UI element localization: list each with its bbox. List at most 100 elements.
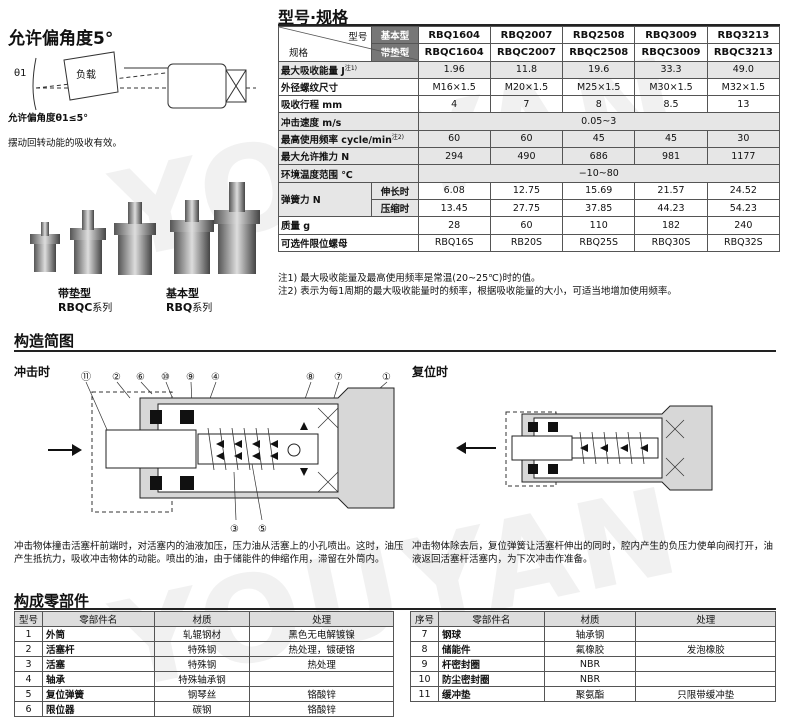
part-material: 特殊钢 — [153, 641, 251, 657]
callout-10: ⑩ — [161, 372, 170, 383]
part-name: 缓冲垫 — [437, 686, 545, 702]
callout-1: ① — [382, 372, 391, 383]
row-temperature: 环境温度范围 ℃ −10~80 — [278, 164, 781, 183]
row-spring-compressed: 压缩时 13.45 27.75 37.85 44.23 54.23 — [279, 198, 781, 218]
spec-cell: 33.3 — [634, 60, 708, 79]
spec-cell: 44.23 — [634, 198, 708, 218]
col-header-no: 序号 — [410, 611, 439, 627]
callout-11: ⑪ — [81, 371, 91, 383]
spec-cell: M20×1.5 — [489, 77, 564, 97]
spec-cell: 1.96 — [417, 60, 491, 79]
spec-cell: M32×1.5 — [706, 77, 781, 97]
spec-cell: 686 — [562, 147, 636, 166]
return-title: 复位时 — [412, 365, 449, 379]
spec-cell: 27.75 — [489, 198, 564, 218]
callout-4: ④ — [211, 372, 220, 383]
max-energy-text: 最大吸收能量 J — [281, 65, 345, 77]
rbq-label: 基本型 RBQ系列 — [166, 287, 212, 316]
part-no: 1 — [14, 626, 43, 642]
col-header-treatment: 处理 — [635, 611, 776, 627]
corner-spec-label: 规格 — [289, 47, 309, 59]
spec-cell: 19.6 — [562, 60, 636, 79]
rbqc-type: 带垫型 — [58, 287, 91, 300]
spec-cell: 4 — [417, 95, 491, 114]
spec-header-basic: 型号 规格 基本型 RBQ1604 RBQ2007 RBQ2508 RBQ300… — [277, 25, 781, 62]
callout-9: ⑨ — [186, 372, 195, 383]
part-treatment — [249, 671, 394, 687]
model-rbq1604: RBQ1604 — [417, 25, 491, 45]
spec-cell: 24.52 — [706, 181, 781, 200]
note2-marker: 注2) — [391, 133, 405, 141]
part-treatment: 发泡橡胶 — [635, 641, 776, 657]
spec-cell: 13 — [706, 95, 781, 114]
note1-marker: 注1) — [344, 64, 358, 72]
callout-7: ⑦ — [334, 372, 343, 383]
spec-cell: 294 — [417, 147, 491, 166]
callout-5: ⑤ — [258, 524, 267, 535]
spec-cell: 30 — [706, 129, 781, 149]
row-impact-speed: 冲击速度 m/s 0.05~3 — [278, 112, 781, 131]
rbqc-label: 带垫型 RBQC系列 — [58, 287, 112, 316]
impact-title: 冲击时 — [14, 365, 51, 379]
spec-cell: 110 — [562, 216, 636, 235]
spec-cell: RBQ25S — [562, 233, 636, 252]
part-treatment: 黑色无电解镀镍 — [249, 626, 394, 642]
spec-cell: 21.57 — [634, 181, 708, 200]
structure-title-rule — [14, 350, 776, 352]
row-max-frequency: 最高使用频率 cycle/min注2) 60 60 45 45 30 — [278, 129, 781, 149]
spring-extended-label: 伸长时 — [371, 181, 419, 200]
product-photos — [30, 182, 260, 275]
angle-caption: 允许偏角度θ1≤5° — [8, 113, 88, 124]
angle-diagram — [32, 51, 256, 111]
part-treatment — [635, 656, 776, 672]
spec-cell: 45 — [562, 129, 636, 149]
spec-cell: 15.69 — [562, 181, 636, 200]
part-material: 氟橡胶 — [543, 641, 637, 657]
part-name: 外筒 — [41, 626, 155, 642]
spec-cell: M30×1.5 — [634, 77, 708, 97]
spec-cell: RBQ32S — [706, 233, 781, 252]
spec-cell: M25×1.5 — [562, 77, 636, 97]
rbq-series-code: RBQ — [166, 301, 193, 314]
spring-force-label: 弹簧力 N — [277, 181, 373, 218]
corner-model-label: 型号 — [348, 32, 368, 43]
part-treatment: 只限带缓冲垫 — [635, 686, 776, 702]
max-thrust-label: 最大允许推力 N — [278, 147, 419, 166]
part-treatment — [635, 671, 776, 687]
mass-label: 质量 g — [278, 216, 419, 235]
spec-cell: 54.23 — [706, 198, 781, 218]
model-rbqc3009: RBQC3009 — [634, 43, 708, 62]
parts-title: 构成零部件 — [14, 592, 90, 610]
spec-cell: 60 — [489, 216, 564, 235]
rbqc-series-word: 系列 — [92, 303, 113, 314]
spec-cell: 7 — [489, 95, 564, 114]
impact-description: 冲击物体撞击活塞杆前端时，对活塞内的油液加压，压力油从活塞上的小孔喷出。这时，油… — [14, 541, 404, 565]
parts-header-row: 序号 零部件名 材质 处理 — [410, 611, 776, 627]
part-no: 2 — [14, 641, 43, 657]
impact-speed-label: 冲击速度 m/s — [278, 112, 419, 131]
spec-cell: 981 — [634, 147, 708, 166]
spec-cell: 1177 — [706, 147, 781, 166]
col-header-name: 零部件名 — [437, 611, 545, 627]
callout-8: ⑧ — [306, 372, 315, 383]
theta-label: θ1 — [14, 68, 27, 79]
part-no: 5 — [14, 686, 43, 702]
part-no: 3 — [14, 656, 43, 672]
part-treatment: 热处理，镀硬铬 — [249, 641, 394, 657]
spec-notes: 注1) 最大吸收能量及最高使用频率是常温(20~25℃)时的值。 注2) 表示为… — [278, 272, 783, 298]
part-material: 钢琴丝 — [153, 686, 251, 702]
callout-3: ③ — [230, 524, 239, 535]
part-treatment: 热处理 — [249, 656, 394, 672]
part-name: 防尘密封圈 — [437, 671, 545, 687]
spec-cell: RB20S — [489, 233, 564, 252]
model-rbqc3213: RBQC3213 — [706, 43, 781, 62]
part-material: NBR — [543, 671, 637, 687]
part-name: 储能件 — [437, 641, 545, 657]
part-name: 复位弹簧 — [41, 686, 155, 702]
